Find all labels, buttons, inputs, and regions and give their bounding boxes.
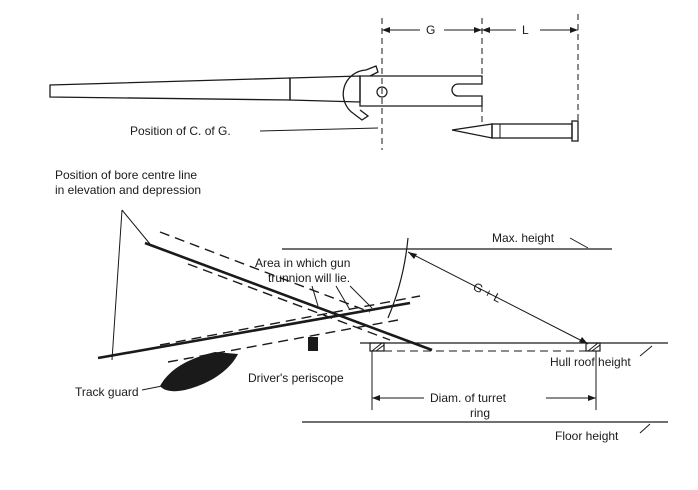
ammunition-round <box>451 120 579 142</box>
hull-roof-label: Hull roof height <box>550 355 631 369</box>
g-plus-l-line <box>407 251 589 345</box>
track-guard-label: Track guard <box>75 385 139 399</box>
turret-ring-label-1: Diam. of turret <box>430 391 507 405</box>
cog-marker-icon <box>376 86 388 98</box>
turret-ring-pad-left <box>369 342 385 352</box>
periscope-icon <box>308 337 318 351</box>
gun-barrel <box>49 77 291 101</box>
bore-line-depression <box>144 241 433 352</box>
floor-height-label: Floor height <box>555 429 619 443</box>
trunnion-label-1: Area in which gun <box>255 256 350 270</box>
dim-g-label: G <box>426 23 435 37</box>
trunnion-label-2: trunnion will lie. <box>268 271 350 285</box>
turret-ring-pad-right <box>585 342 601 352</box>
trunnion-swing-arc <box>387 237 409 319</box>
bore-line-label-1: Position of bore centre line <box>55 168 197 182</box>
bore-line-elevation <box>97 301 411 360</box>
max-height-label: Max. height <box>492 231 555 245</box>
periscope-label: Driver's periscope <box>248 371 344 385</box>
dim-l-label: L <box>522 23 529 37</box>
bore-line-label-2: in elevation and depression <box>55 183 201 197</box>
gun-breech-tube <box>289 75 361 103</box>
trunnion-arc <box>342 69 367 115</box>
track-guard-shape <box>160 352 238 392</box>
turret-ring-label-2: ring <box>470 406 490 420</box>
gun-plan-view: G L Position of C. of G. <box>49 14 579 150</box>
g-plus-l-label: G + L <box>471 280 504 306</box>
breech-block <box>359 75 483 107</box>
cog-label: Position of C. of G. <box>130 124 231 138</box>
elevation-view: Position of bore centre line in elevatio… <box>55 168 668 443</box>
